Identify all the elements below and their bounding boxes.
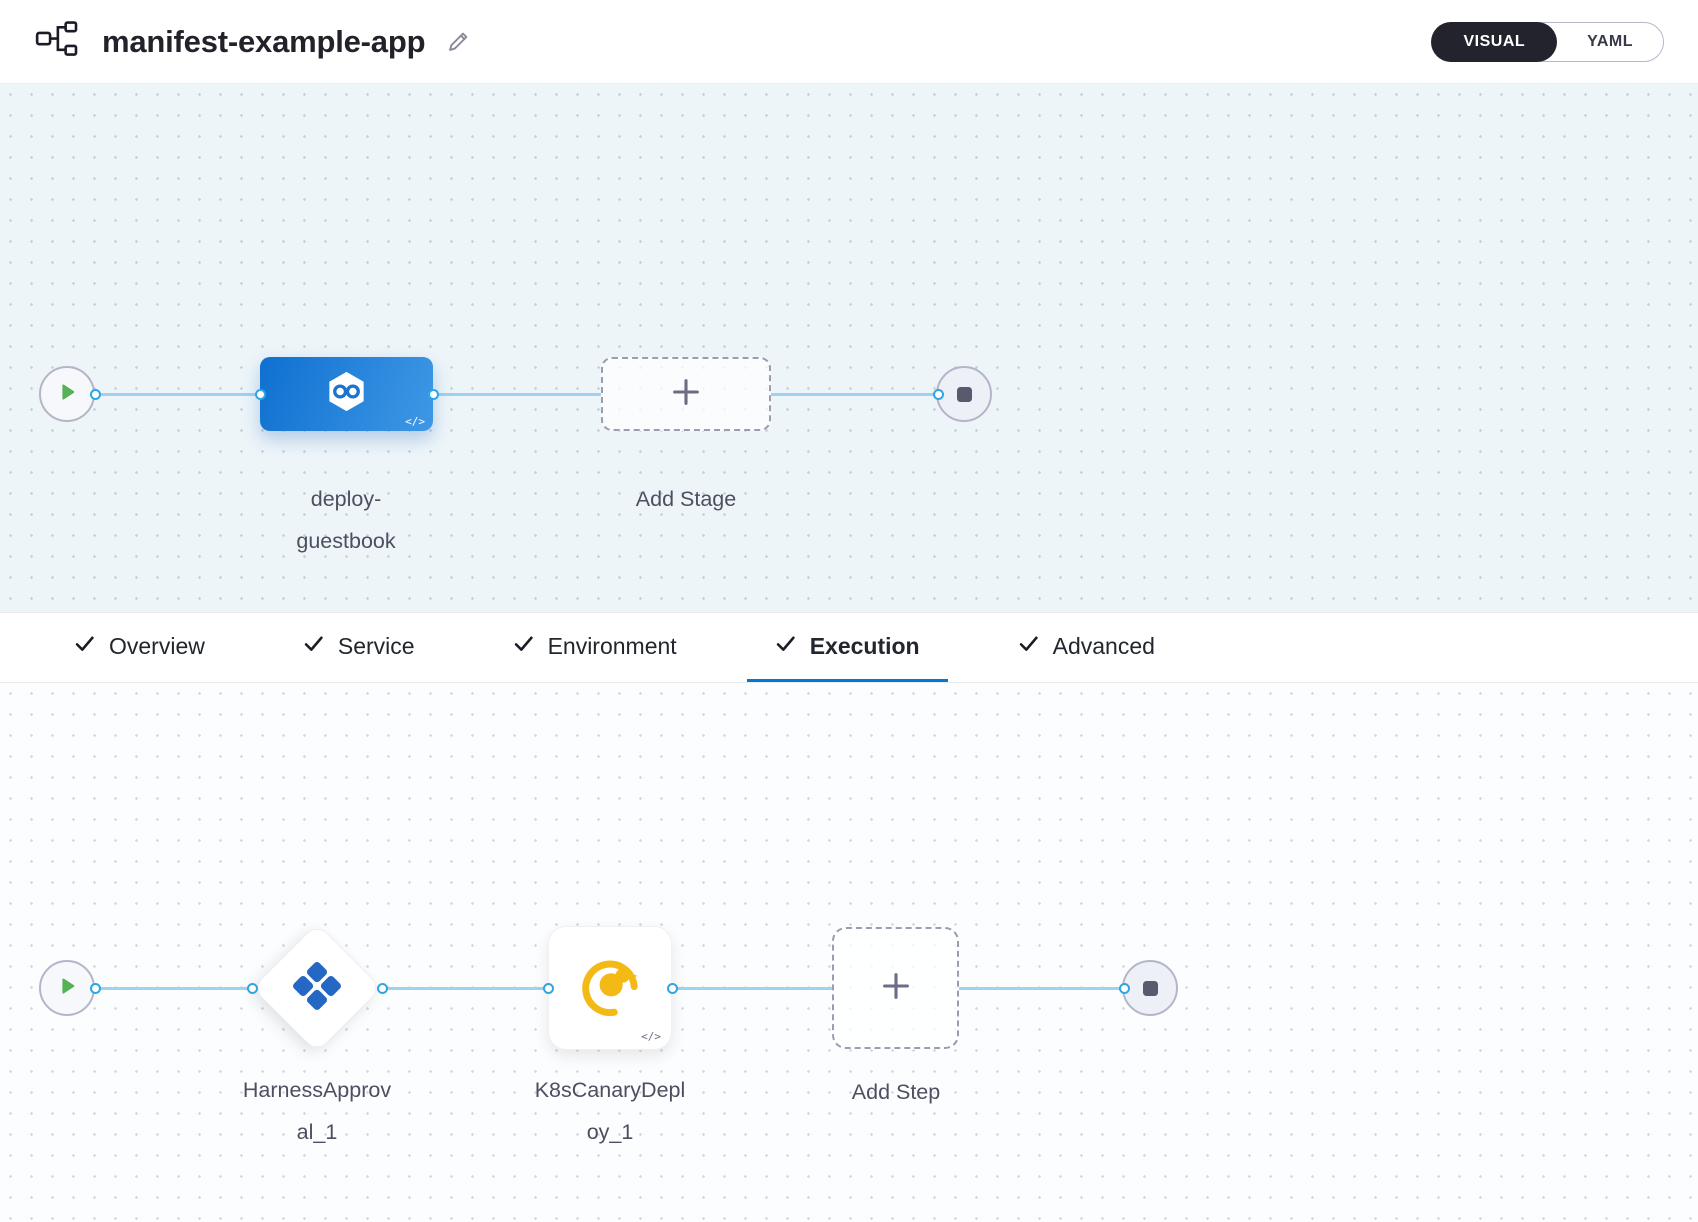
header: manifest-example-app VISUAL YAML — [0, 0, 1698, 84]
stage-node-deploy-guestbook[interactable]: </> — [260, 357, 433, 431]
plus-icon — [879, 969, 913, 1008]
check-icon — [775, 633, 796, 660]
page-title: manifest-example-app — [102, 23, 426, 59]
connector-line — [771, 393, 938, 396]
step-node-k8s-canary-deploy[interactable]: </> — [548, 926, 672, 1050]
connector-line — [959, 987, 1124, 990]
connector-port[interactable] — [1118, 982, 1130, 994]
pipeline-start-node[interactable] — [39, 366, 95, 422]
check-icon — [513, 633, 534, 660]
connector-port[interactable] — [376, 982, 388, 994]
tab-label: Execution — [809, 632, 920, 659]
stage-yaml-badge[interactable]: </> — [405, 415, 425, 428]
tab-label: Service — [337, 632, 415, 659]
stage-label[interactable]: deploy-guestbook — [296, 487, 396, 553]
connector-line — [433, 393, 601, 396]
tab-environment[interactable]: Environment — [485, 613, 705, 682]
execution-end-node[interactable] — [1122, 960, 1178, 1016]
play-icon — [56, 975, 78, 1002]
stop-icon — [956, 386, 972, 402]
step-yaml-badge[interactable]: </> — [641, 1030, 661, 1043]
connector-line — [95, 987, 252, 990]
view-mode-toggle: VISUAL YAML — [1431, 21, 1664, 62]
connector-port[interactable] — [666, 982, 678, 994]
connector-port[interactable] — [254, 388, 266, 400]
pipeline-end-node[interactable] — [936, 366, 992, 422]
tab-label: Overview — [109, 632, 205, 659]
check-icon — [1018, 633, 1039, 660]
canary-bird-icon — [573, 949, 647, 1028]
connector-port[interactable] — [89, 982, 101, 994]
add-stage-button[interactable] — [601, 357, 771, 431]
check-icon — [303, 633, 324, 660]
connector-port[interactable] — [246, 982, 258, 994]
stop-icon — [1142, 980, 1158, 996]
connector-line — [672, 987, 832, 990]
tab-overview[interactable]: Overview — [46, 613, 233, 682]
execution-canvas: </> HarnessApproval_1 K8sCanaryDeploy_1 … — [0, 682, 1698, 1222]
tab-label: Environment — [547, 632, 677, 659]
tab-service[interactable]: Service — [275, 613, 443, 682]
tab-advanced[interactable]: Advanced — [990, 613, 1183, 682]
add-step-button[interactable] — [832, 927, 959, 1049]
connector-port[interactable] — [542, 982, 554, 994]
connector-port[interactable] — [932, 388, 944, 400]
toggle-yaml-button[interactable]: YAML — [1587, 32, 1633, 50]
check-icon — [74, 633, 95, 660]
plus-icon — [669, 375, 703, 414]
step-label-harness-approval[interactable]: HarnessApproval_1 — [242, 1078, 392, 1144]
toggle-visual-button[interactable]: VISUAL — [1431, 21, 1558, 62]
tab-label: Advanced — [1052, 632, 1155, 659]
add-stage-label[interactable]: Add Stage — [635, 487, 737, 511]
connector-line — [382, 987, 548, 990]
connector-line — [95, 393, 260, 396]
tab-execution[interactable]: Execution — [746, 613, 948, 682]
connector-port[interactable] — [89, 388, 101, 400]
step-node-harness-approval[interactable] — [251, 922, 383, 1054]
stage-canvas: </> deploy-guestbook Add Stage — [0, 84, 1698, 612]
approval-diamond-icon — [290, 959, 344, 1018]
step-label-k8s-canary[interactable]: K8sCanaryDeploy_1 — [534, 1078, 686, 1144]
stage-config-tabs: Overview Service Environment Execution A… — [0, 612, 1698, 682]
infinity-hexagon-icon — [323, 368, 370, 420]
execution-start-node[interactable] — [39, 960, 95, 1016]
pipeline-icon — [34, 20, 80, 63]
add-step-label[interactable]: Add Step — [851, 1080, 941, 1104]
edit-pencil-icon[interactable] — [445, 28, 472, 55]
connector-port[interactable] — [427, 388, 439, 400]
play-icon — [56, 381, 78, 408]
